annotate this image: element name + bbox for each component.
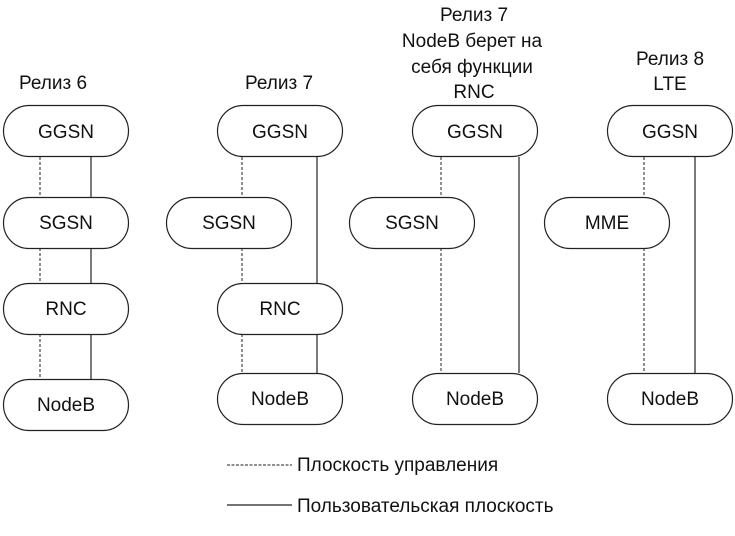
node-label: NodeB [446, 389, 504, 410]
node-label: SGSN [39, 213, 93, 234]
node-label: NodeB [641, 389, 699, 410]
node-label: GGSN [38, 122, 94, 143]
node-label: GGSN [642, 122, 698, 143]
legend-item-user-plane: Пользовательская плоскость [227, 496, 554, 517]
node-mme: MME [543, 196, 671, 250]
node-rnc: RNC [2, 282, 130, 336]
node-nodeb: NodeB [216, 372, 344, 426]
node-label: NodeB [251, 389, 309, 410]
legend-label: Плоскость управления [297, 455, 498, 476]
node-ggsn: GGSN [216, 104, 344, 158]
node-label: GGSN [252, 122, 308, 143]
node-nodeb: NodeB [2, 378, 130, 432]
node-nodeb: NodeB [606, 372, 734, 426]
column-title: Релиз 8 [636, 49, 704, 70]
node-rnc: RNC [216, 282, 344, 336]
column-title: Релиз 7 [245, 73, 313, 94]
node-ggsn: GGSN [606, 104, 734, 158]
node-label: NodeB [37, 395, 95, 416]
node-sgsn: SGSN [165, 196, 293, 250]
column-release-6: Релиз 6 GGSN SGSN RNC NodeB [2, 73, 130, 432]
column-title: NodeB берет на [402, 31, 543, 52]
node-sgsn: SGSN [2, 196, 130, 250]
column-release-7-nodeb-rnc: Релиз 7 NodeB берет на себя функции RNC … [348, 5, 543, 426]
node-label: SGSN [385, 213, 439, 234]
node-label: RNC [45, 299, 86, 320]
column-release-7: Релиз 7 GGSN SGSN RNC NodeB [165, 73, 344, 426]
node-sgsn: SGSN [348, 196, 476, 250]
node-ggsn: GGSN [411, 104, 539, 158]
legend-item-control-plane: Плоскость управления [227, 455, 498, 476]
column-title: LTE [653, 74, 686, 95]
node-label: GGSN [447, 122, 503, 143]
column-title: RNC [453, 82, 494, 103]
legend-label: Пользовательская плоскость [297, 496, 554, 517]
node-label: MME [585, 213, 629, 234]
column-release-8-lte: Релиз 8 LTE GGSN MME NodeB [543, 49, 734, 426]
column-title: себя функции [411, 57, 533, 78]
node-nodeb: NodeB [411, 372, 539, 426]
legend: Плоскость управления Пользовательская пл… [227, 455, 554, 517]
node-label: SGSN [202, 213, 256, 234]
column-title: Релиз 6 [19, 73, 87, 94]
column-title: Релиз 7 [440, 5, 508, 26]
node-ggsn: GGSN [2, 104, 130, 158]
node-label: RNC [259, 299, 300, 320]
